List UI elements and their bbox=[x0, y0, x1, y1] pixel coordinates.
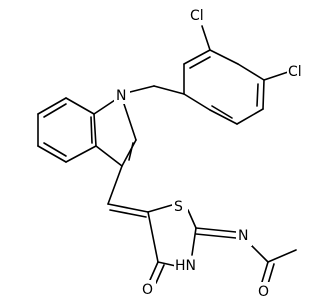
bond-exocyclic-double-2 bbox=[109, 209, 147, 218]
bond-c-cl-ortho bbox=[201, 25, 211, 51]
thiazolidinone-ring bbox=[147, 204, 197, 267]
atom-o-ring: O bbox=[142, 282, 153, 298]
bond-ch2-n bbox=[129, 85, 155, 93]
bond-imine-double bbox=[195, 227, 237, 233]
bond-exocyclic-double bbox=[107, 203, 149, 213]
bond-c3-ch bbox=[107, 165, 123, 205]
indole-ring bbox=[37, 97, 137, 167]
bond-c-cl-para bbox=[263, 71, 289, 81]
bond-n-acyl bbox=[249, 243, 269, 263]
atom-cl-ortho: Cl bbox=[190, 8, 204, 24]
bond-ch2 bbox=[153, 85, 185, 95]
atom-s-thiazole: S bbox=[174, 199, 183, 215]
bond-ring-carbonyl bbox=[149, 261, 159, 281]
bond-acyl-methyl bbox=[267, 249, 297, 263]
bond-imine-double-2 bbox=[195, 233, 237, 239]
atom-cl-para: Cl bbox=[288, 64, 302, 80]
bond-acyl-carbonyl bbox=[261, 261, 269, 283]
atom-n-indole: N bbox=[116, 88, 126, 104]
bond-ring-carbonyl-2 bbox=[155, 264, 165, 284]
atom-n-imine: N bbox=[238, 228, 248, 244]
bond-acyl-carbonyl-2 bbox=[267, 263, 275, 285]
dichlorophenyl-ring bbox=[183, 49, 265, 125]
atom-nh-thiazole: HN bbox=[175, 258, 196, 274]
atom-o-acetyl: O bbox=[258, 284, 269, 300]
